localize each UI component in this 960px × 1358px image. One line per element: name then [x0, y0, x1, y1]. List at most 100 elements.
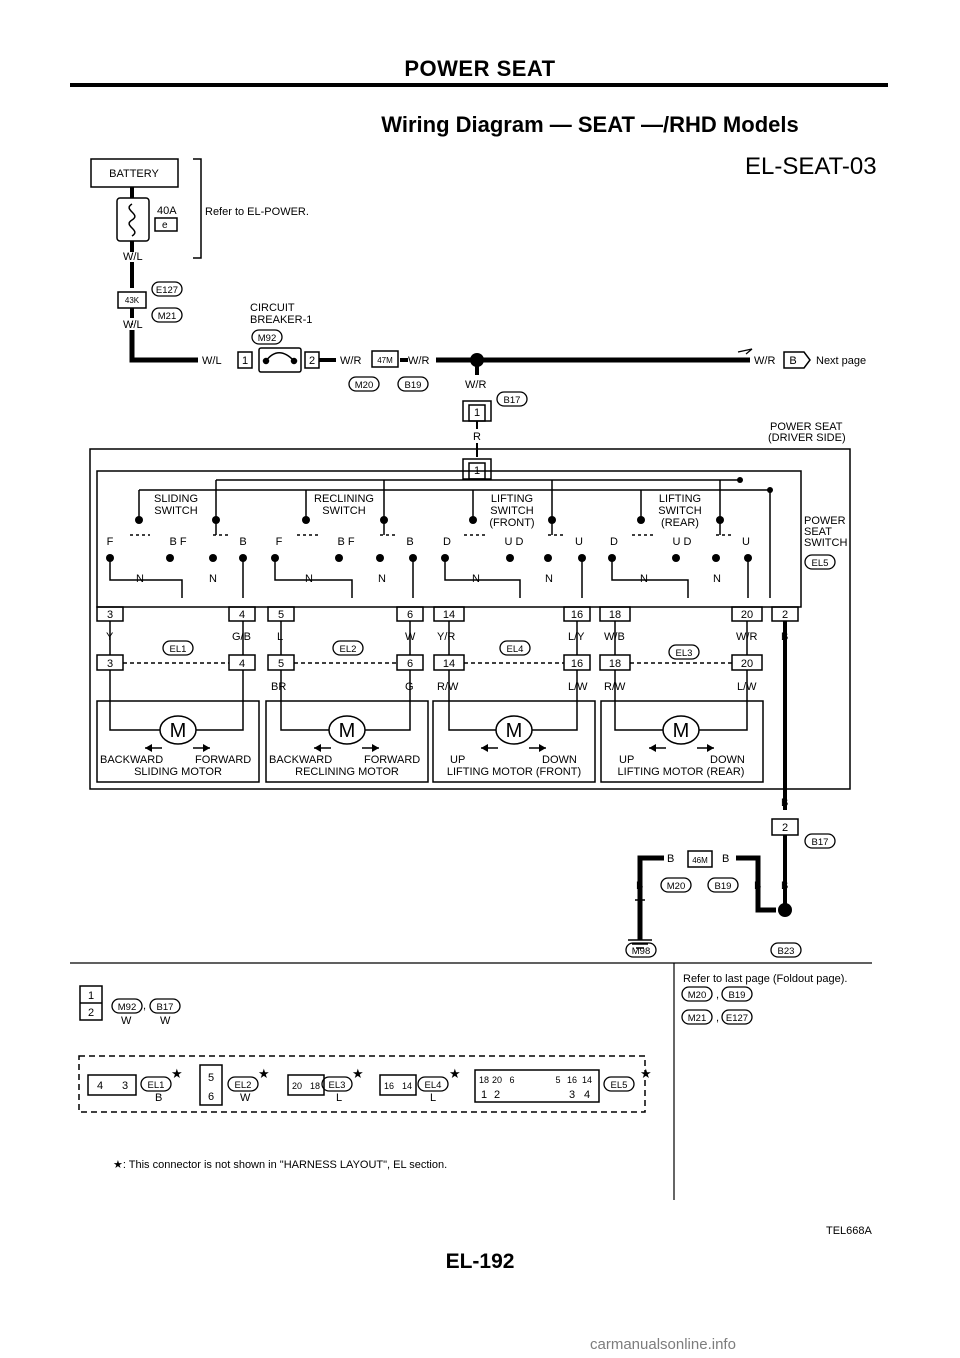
wire-b: B [754, 880, 761, 892]
motor-name: LIFTING MOTOR (REAR) [618, 766, 745, 778]
pin-motor: 4 [239, 658, 245, 670]
fuse-letter: e [162, 220, 168, 231]
contact-label: U [575, 536, 583, 548]
contact-label: D [443, 536, 451, 548]
el5-pin: 5 [555, 1075, 560, 1085]
pin-motor: 3 [107, 658, 113, 670]
conn-m92: M92 [258, 333, 276, 344]
el5-pin: 1 [481, 1089, 487, 1101]
contact-label: U D [673, 536, 692, 548]
star-icon: ★ [640, 1066, 652, 1081]
motor-name: SLIDING MOTOR [134, 766, 222, 778]
wire-b: B [781, 797, 788, 809]
el5-pin: 4 [584, 1089, 590, 1101]
pin-motor: 6 [407, 658, 413, 670]
neutral-label: N [472, 573, 480, 585]
cb-label-2: BREAKER-1 [250, 314, 312, 326]
el3-color: L [336, 1092, 342, 1104]
motor-symbol: M [170, 720, 187, 742]
motor-dir-left: UP [450, 754, 465, 766]
wire-b: B [781, 880, 788, 892]
wire-motor: G [405, 681, 414, 693]
el4-color: L [430, 1092, 436, 1104]
el3-pin: 18 [310, 1081, 320, 1091]
el5-pin: 6 [509, 1075, 514, 1085]
motor-dir-left: BACKWARD [269, 754, 332, 766]
pin-1b: 1 [474, 407, 480, 419]
pin-top: 18 [609, 609, 621, 621]
el2-pin: 5 [208, 1072, 214, 1084]
neutral-label: N [378, 573, 386, 585]
wire-top: G/B [232, 631, 251, 643]
el4-pin: 16 [384, 1081, 394, 1091]
diagram-title: Wiring Diagram — SEAT —/RHD Models [381, 112, 799, 137]
legend-color: W [121, 1015, 132, 1027]
switch-sliding-2: SWITCH [154, 505, 197, 517]
contact-label: F [276, 536, 283, 548]
conn-e127: E127 [156, 285, 178, 296]
wire-top: Y [106, 631, 114, 643]
star-icon: ★ [171, 1066, 183, 1081]
legend-note: ★: This connector is not shown in "HARNE… [113, 1159, 447, 1171]
pin-1: 1 [242, 355, 248, 367]
pin-top: 5 [278, 609, 284, 621]
switch-lift-rear-1: LIFTING [659, 493, 701, 505]
seat-switch-1: POWER [804, 515, 846, 527]
switch-reclining-1: RECLINING [314, 493, 374, 505]
el1-color: B [155, 1092, 162, 1104]
neutral-label: N [305, 573, 313, 585]
power-seat-label-1: POWER SEAT [770, 421, 843, 433]
pin-2b: 2 [782, 822, 788, 834]
star-icon: ★ [449, 1066, 461, 1081]
battery-label: BATTERY [109, 168, 159, 180]
conn-b19: B19 [715, 881, 732, 892]
neutral-label: N [209, 573, 217, 585]
motor-dir-left: UP [619, 754, 634, 766]
contact-label: B F [169, 536, 186, 548]
seat-switch-2: SEAT [804, 526, 832, 538]
refer-last-page: Refer to last page (Foldout page). [683, 973, 847, 985]
legend-comma: , [716, 989, 719, 1001]
pin-motor: 14 [443, 658, 455, 670]
motor-symbol: M [673, 720, 690, 742]
legend-conn-b19: B19 [729, 990, 746, 1001]
motor-dir-left: BACKWARD [100, 754, 163, 766]
el2-pin: 6 [208, 1091, 214, 1103]
conn-m20: M20 [355, 380, 373, 391]
neutral-label: N [545, 573, 553, 585]
pin-top: 16 [571, 609, 583, 621]
conn-el2: EL2 [340, 644, 357, 655]
el5-pin: 2 [494, 1089, 500, 1101]
joint-43k: 43K [125, 296, 140, 305]
legend-conn-el4: EL4 [425, 1080, 442, 1091]
wire-top: B [781, 631, 788, 643]
next-page: Next page [816, 355, 866, 367]
wire-top: L [277, 631, 283, 643]
el4-pin: 14 [402, 1081, 412, 1091]
switch-lift-front-1: LIFTING [491, 493, 533, 505]
legend-conn-el3: EL3 [329, 1080, 346, 1091]
wire-b-next: B [789, 355, 796, 367]
cb-label-1: CIRCUIT [250, 302, 295, 314]
legend-conn-e127: E127 [726, 1013, 748, 1024]
wire-motor: BR [271, 681, 286, 693]
wire-motor: L/W [737, 681, 757, 693]
switch-sliding-1: SLIDING [154, 493, 198, 505]
figure-code: TEL668A [826, 1225, 872, 1237]
legend-conn-m92: M92 [118, 1002, 136, 1013]
switch-lift-rear-3: (REAR) [661, 517, 699, 529]
legend-conn-m21: M21 [688, 1013, 706, 1024]
legend-pin-1: 1 [88, 990, 94, 1002]
el5-pin: 16 [567, 1075, 577, 1085]
wire-top: W/B [604, 631, 625, 643]
conn-b17: B17 [812, 837, 829, 848]
wire-wl-1: W/L [123, 251, 143, 263]
switch-lift-front-2: SWITCH [490, 505, 533, 517]
pin-motor: 16 [571, 658, 583, 670]
legend-conn-b17: B17 [157, 1002, 174, 1013]
pin-top: 2 [782, 609, 788, 621]
legend-pin-2: 2 [88, 1007, 94, 1019]
switch-lift-rear-2: SWITCH [658, 505, 701, 517]
el5-pin: 20 [492, 1075, 502, 1085]
